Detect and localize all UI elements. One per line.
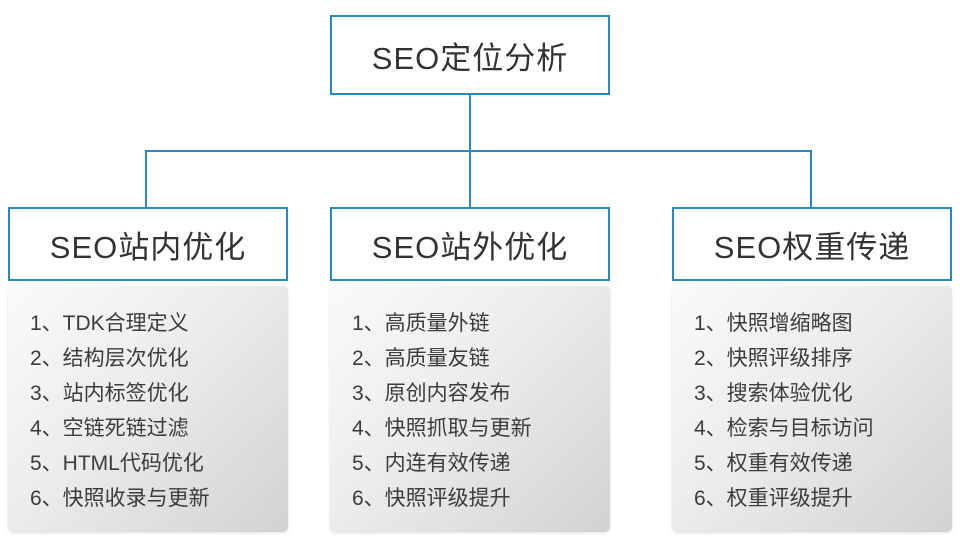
list-item: 3、原创内容发布 [352,382,511,405]
list-item: 2、高质量友链 [352,347,490,370]
list-item: 1、TDK合理定义 [30,312,189,335]
list-panel-onsite: 1、TDK合理定义 2、结构层次优化 3、站内标签优化 4、空链死链过滤 5、H… [8,286,288,532]
list-item: 4、快照抓取与更新 [352,417,532,440]
list-item: 1、快照增缩略图 [694,312,853,335]
list-item: 2、结构层次优化 [30,347,189,370]
list-item: 5、内连有效传递 [352,452,511,475]
list-item: 2、快照评级排序 [694,347,853,370]
list-panel-weight: 1、快照增缩略图 2、快照评级排序 3、搜索体验优化 4、检索与目标访问 5、权… [672,286,952,532]
list-item: 4、空链死链过滤 [30,417,189,440]
connector-right-branch [810,150,812,208]
list-item: 5、HTML代码优化 [30,452,204,475]
column-header-weight: SEO权重传递 [672,207,952,281]
list-panel-offsite: 1、高质量外链 2、高质量友链 3、原创内容发布 4、快照抓取与更新 5、内连有… [330,286,610,532]
root-node-title: SEO定位分析 [330,15,610,95]
connector-horizontal [145,150,812,152]
list-item: 6、快照收录与更新 [30,487,210,510]
list-item: 1、高质量外链 [352,312,490,335]
list-item: 5、权重有效传递 [694,452,853,475]
list-item: 3、搜索体验优化 [694,382,853,405]
column-header-onsite: SEO站内优化 [8,207,288,281]
list-item: 3、站内标签优化 [30,382,189,405]
list-item: 4、检索与目标访问 [694,417,874,440]
list-item: 6、权重评级提升 [694,487,853,510]
column-header-offsite: SEO站外优化 [330,207,610,281]
connector-left-branch [145,150,147,208]
list-item: 6、快照评级提升 [352,487,511,510]
